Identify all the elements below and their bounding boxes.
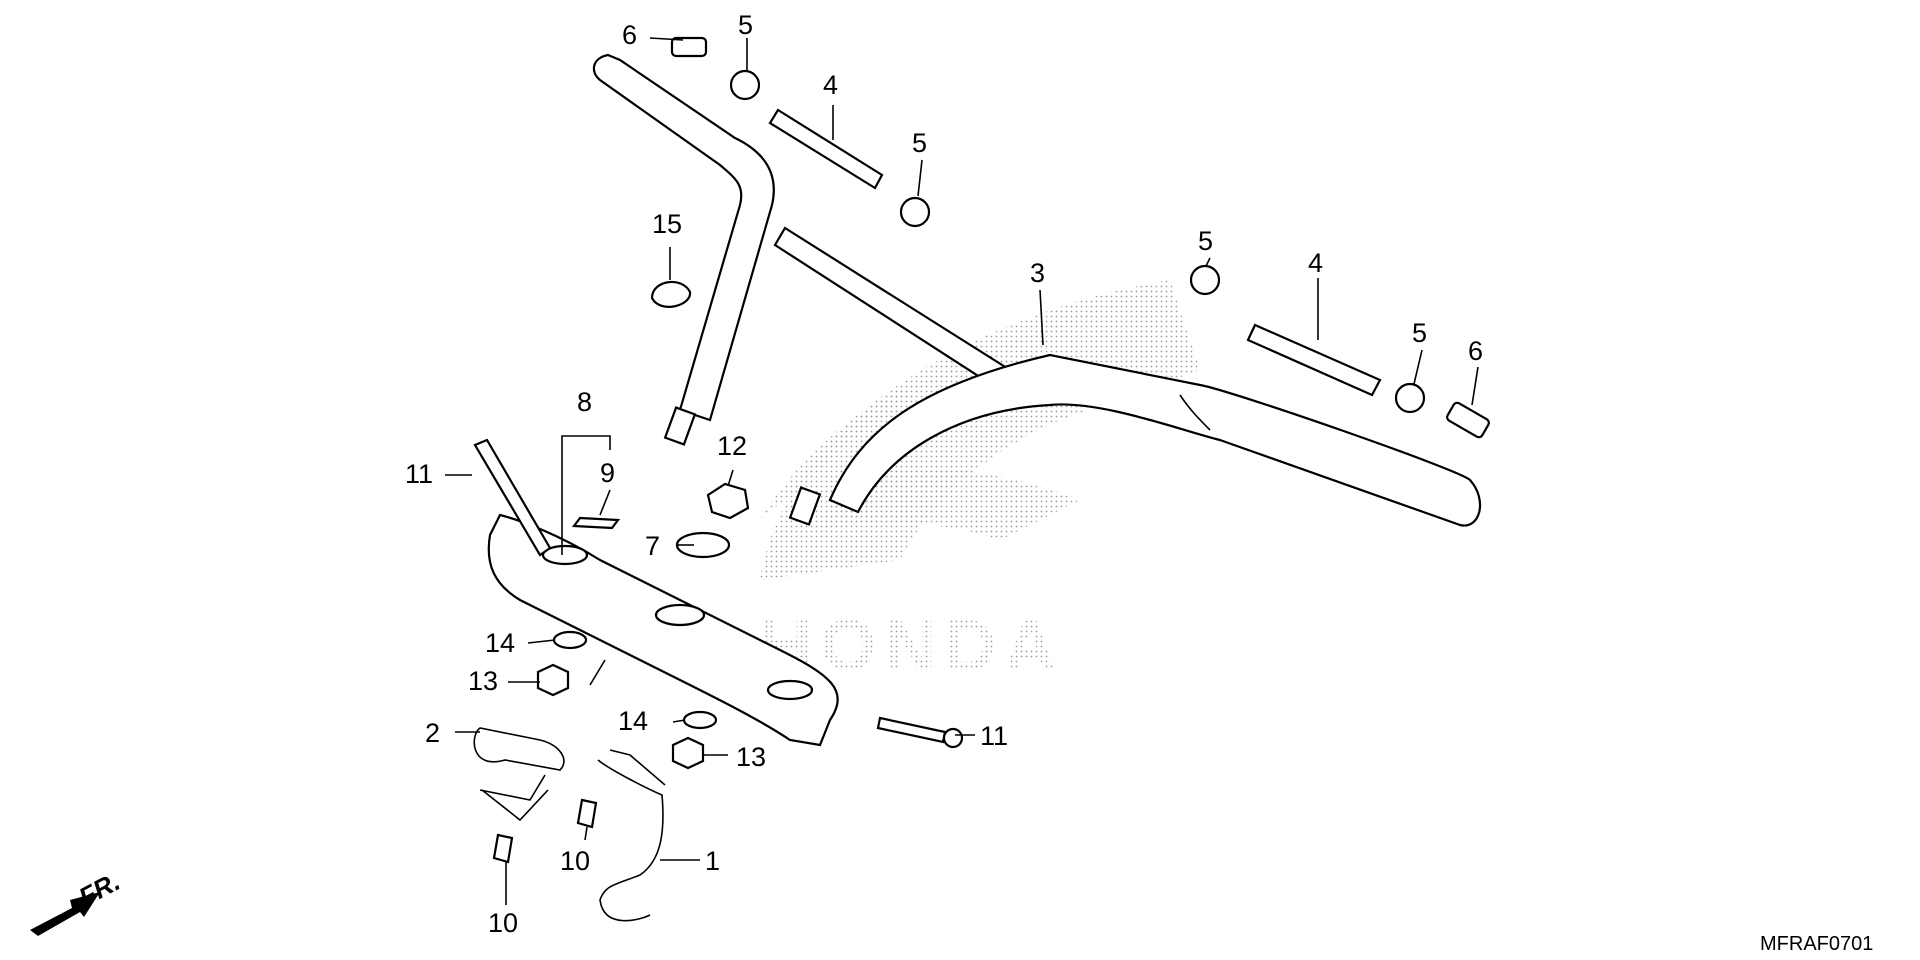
callout-15: 15 — [652, 209, 682, 239]
callout-13: 13 — [468, 666, 498, 696]
callout-12: 12 — [717, 431, 747, 461]
callout-10: 10 — [488, 908, 518, 938]
callout-5: 5 — [912, 128, 927, 158]
small-parts — [473, 36, 1490, 922]
callout-3: 3 — [1030, 258, 1045, 288]
callout-5: 5 — [1412, 318, 1427, 348]
callout-5: 5 — [1198, 226, 1213, 256]
callout-7: 7 — [645, 531, 660, 561]
callout-4: 4 — [823, 70, 838, 100]
honda-wing-watermark: HONDA — [760, 280, 1200, 686]
callout-1: 1 — [705, 846, 720, 876]
callout-13: 13 — [736, 742, 766, 772]
callout-5: 5 — [738, 10, 753, 40]
callout-6: 6 — [1468, 336, 1483, 366]
callout-10: 10 — [560, 846, 590, 876]
callout-4: 4 — [1308, 248, 1323, 278]
handlebar — [592, 53, 1481, 527]
callout-9: 9 — [600, 458, 615, 488]
callout-8: 8 — [577, 387, 592, 417]
diagram-code: MFRAF0701 — [1760, 933, 1873, 955]
callout-2: 2 — [425, 718, 440, 748]
callout-11: 11 — [980, 721, 1008, 751]
callout-labels: 6 5 4 5 15 3 5 4 5 6 8 12 9 11 7 14 13 2… — [405, 10, 1483, 938]
callout-14: 14 — [618, 706, 648, 736]
callout-11: 11 — [405, 459, 433, 489]
leader-lines — [445, 37, 1479, 905]
front-arrow-icon: FR. — [30, 866, 125, 936]
callout-14: 14 — [485, 628, 515, 658]
callout-6: 6 — [622, 20, 637, 50]
